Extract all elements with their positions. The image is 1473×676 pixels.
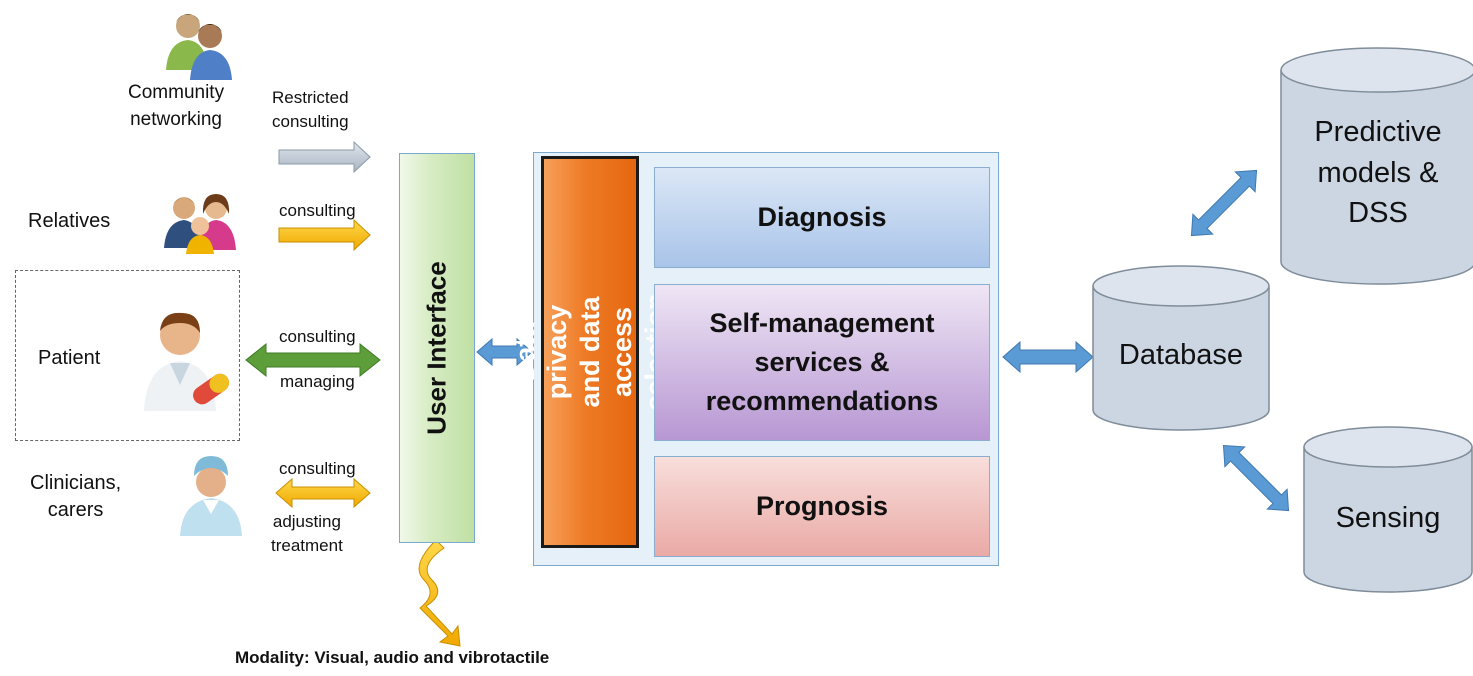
main-database-arrow xyxy=(1002,340,1094,374)
user-interface-label: User Interface xyxy=(421,261,452,435)
clinician-adjusting-label: adjusting treatment xyxy=(271,512,343,555)
clinician-double-arrow xyxy=(275,477,371,509)
data-privacy-label: Data privacy and data access selection xyxy=(510,293,670,410)
diagnosis-label: Diagnosis xyxy=(757,201,887,232)
user-interface-box: User Interface xyxy=(399,153,475,543)
sensing-cylinder xyxy=(1303,426,1473,593)
self-management-box: Self-management services & recommendatio… xyxy=(654,284,990,441)
prognosis-box: Prognosis xyxy=(654,456,990,557)
database-sensing-arrow xyxy=(1222,444,1290,512)
relatives-consulting-label: consulting xyxy=(279,201,356,220)
modality-caption: Modality: Visual, audio and vibrotactile xyxy=(235,648,550,667)
patient-double-arrow xyxy=(245,342,381,378)
clinicians-carers-label: Clinicians, carers xyxy=(30,472,122,521)
database-cylinder xyxy=(1092,265,1270,431)
relatives-label: Relatives xyxy=(28,210,111,232)
relatives-arrow xyxy=(278,218,371,252)
patient-managing-label: managing xyxy=(280,372,355,391)
ui-main-arrow xyxy=(476,337,533,367)
people-pair-icon xyxy=(166,14,232,80)
predictive-cylinder xyxy=(1280,47,1473,285)
diagnosis-box: Diagnosis xyxy=(654,167,990,268)
patient-consulting-label: consulting xyxy=(279,327,356,346)
database-label: Database xyxy=(1118,339,1244,371)
restricted-consulting-label: Restricted consulting xyxy=(272,88,349,131)
patient-label: Patient xyxy=(38,347,101,369)
clinician-consulting-label: consulting xyxy=(279,459,356,478)
sensing-label: Sensing xyxy=(1335,502,1441,534)
family-icon xyxy=(164,194,236,254)
prognosis-label: Prognosis xyxy=(755,490,889,521)
self-management-label: Self-management services & recommendatio… xyxy=(705,307,939,417)
predictive-models-label: Predictive models & DSS xyxy=(1314,116,1442,230)
modality-squiggle-arrow xyxy=(418,539,461,647)
patient-group-box xyxy=(15,270,240,441)
restricted-arrow xyxy=(278,140,371,174)
nurse-icon xyxy=(180,456,242,536)
database-predictive-arrow xyxy=(1190,169,1258,237)
patient-pill-icon xyxy=(144,312,230,411)
data-privacy-box: Data privacy and data access selection xyxy=(510,156,670,548)
community-networking-label: Community networking xyxy=(128,82,225,130)
